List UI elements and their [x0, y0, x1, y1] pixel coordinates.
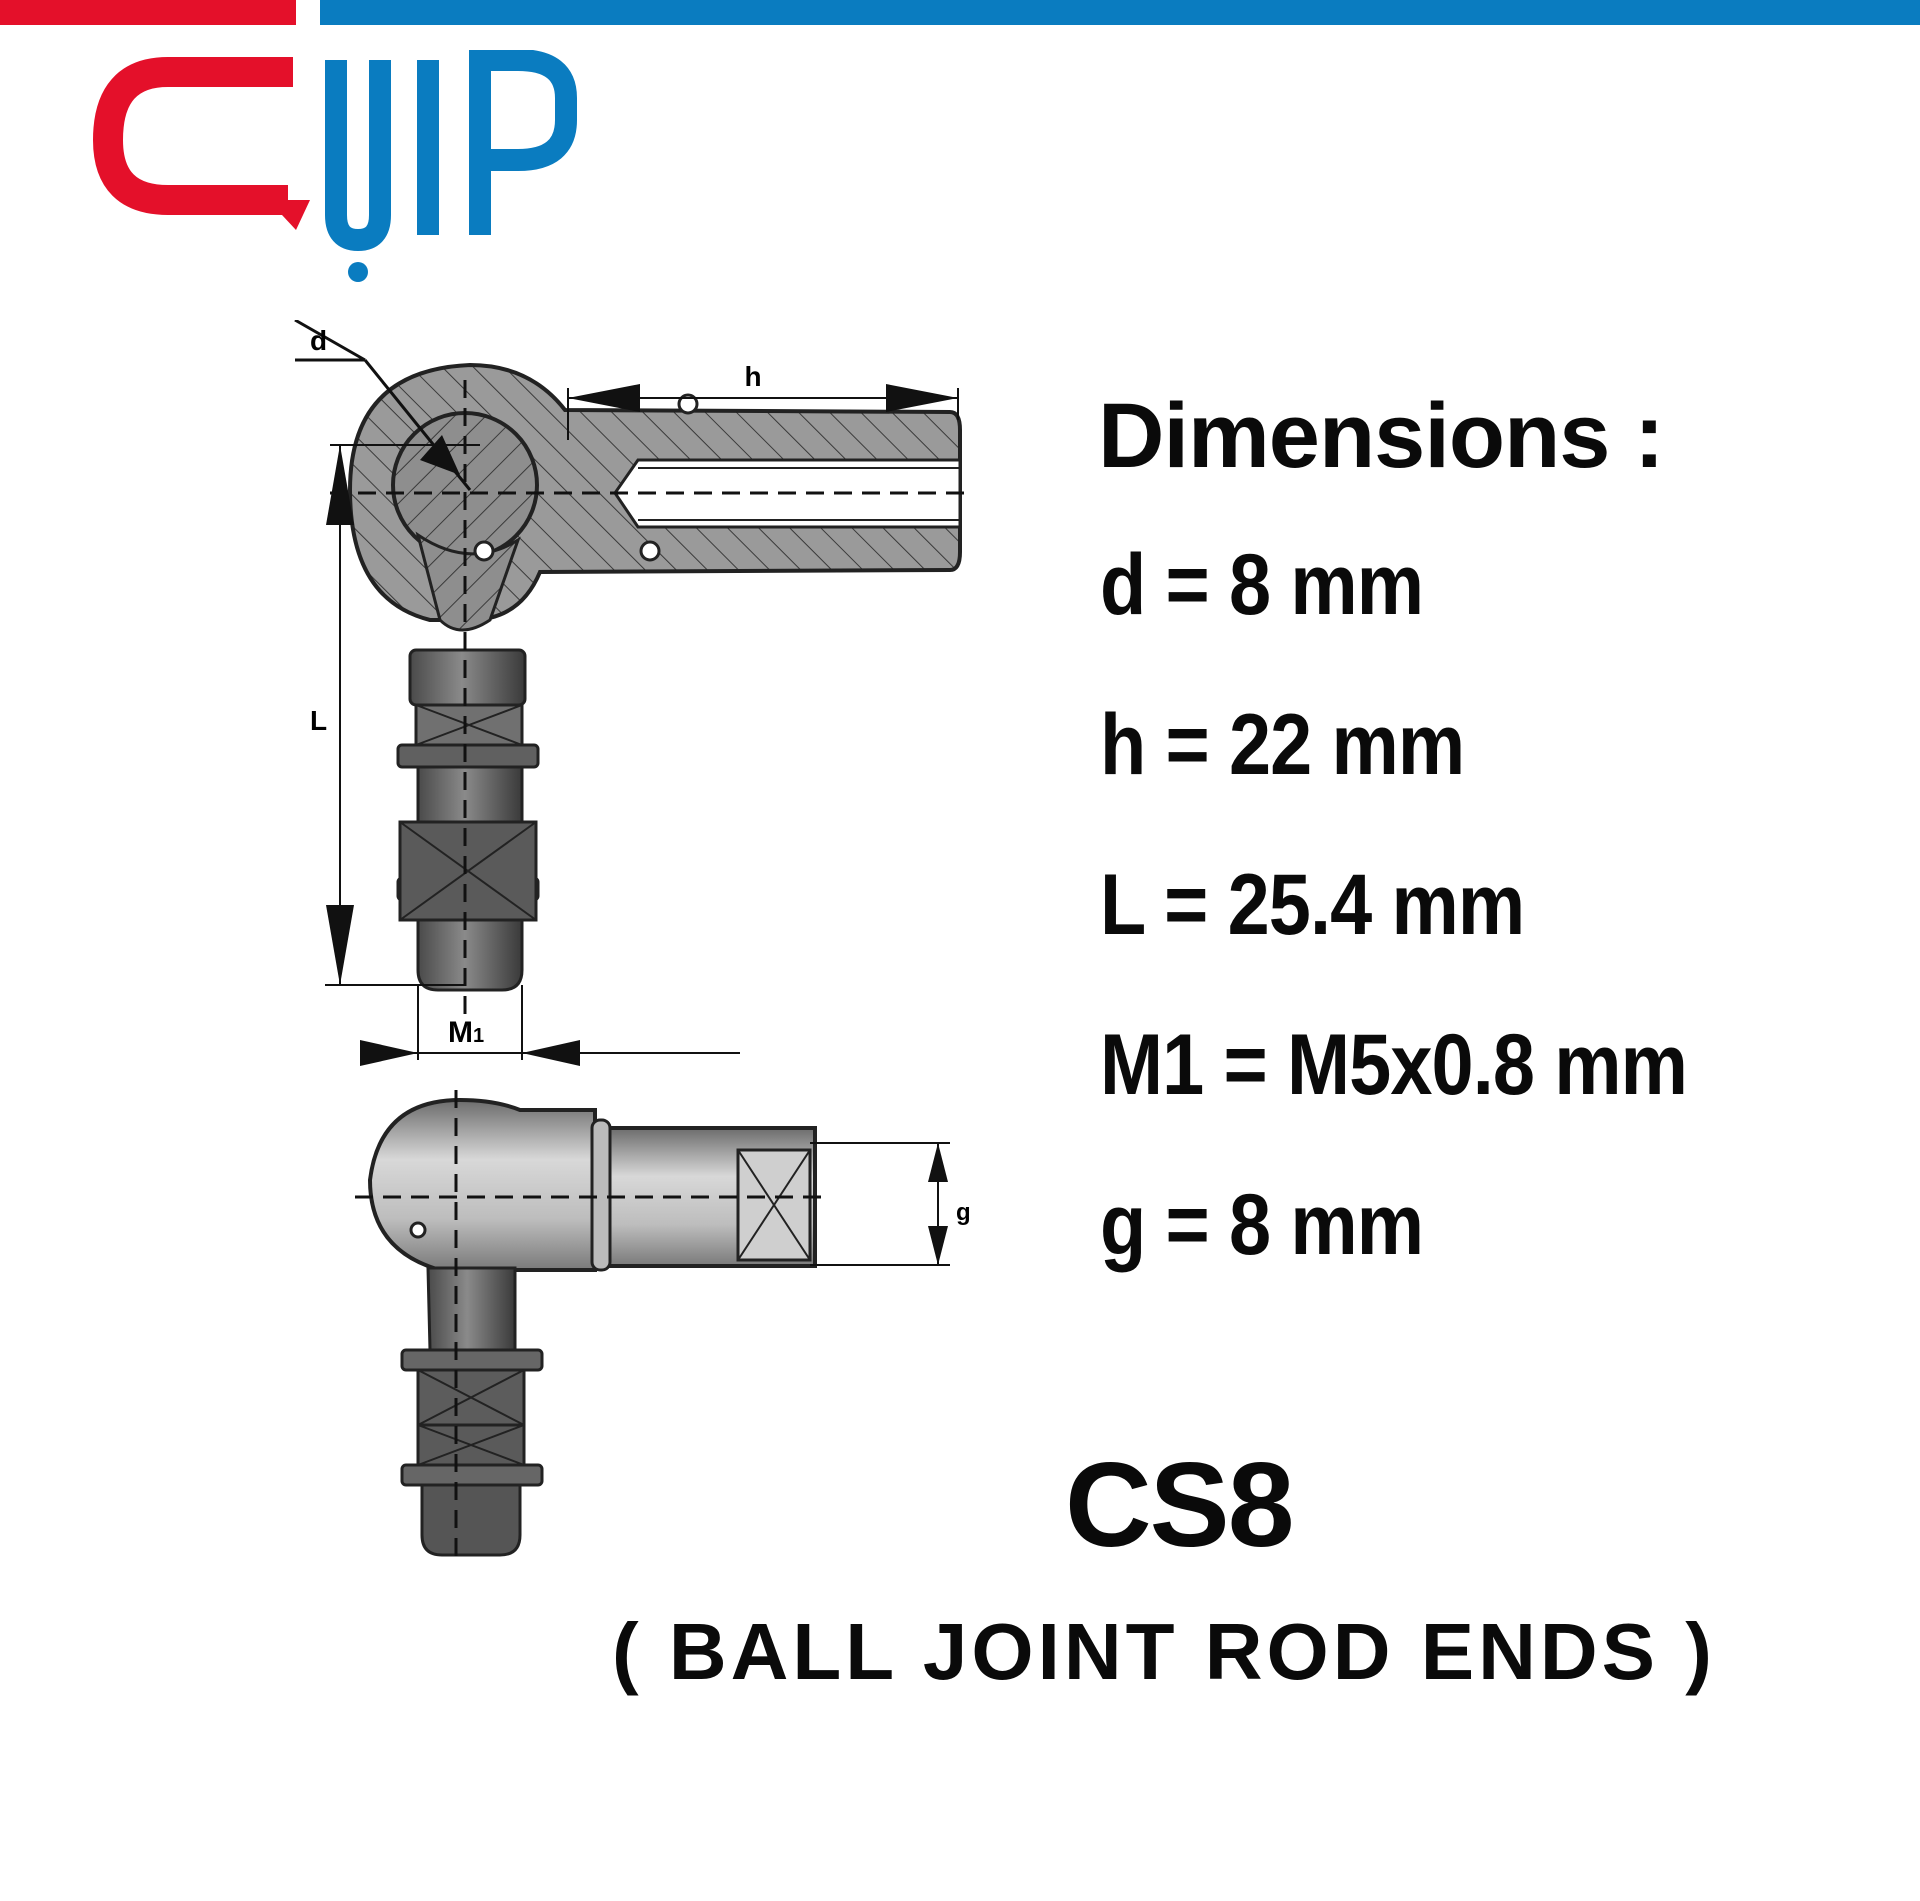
svg-text:M1: M1 — [448, 1016, 484, 1049]
label-h: h — [744, 361, 761, 392]
model-number: CS8 — [1065, 1438, 1294, 1572]
dimension-L: L — [310, 444, 480, 986]
product-type: ( BALL JOINT ROD ENDS ) — [612, 1607, 1716, 1696]
section-view — [330, 362, 970, 1020]
dimension-row-M1: M1 = M5x0.8 mm — [1100, 1017, 1688, 1113]
dimension-row-d: d = 8 mm — [1100, 537, 1424, 633]
external-view — [355, 1090, 830, 1560]
label-g: g — [956, 1199, 971, 1226]
dimensions-panel: Dimensions : d = 8 mm h = 22 mm L = 25.4… — [1098, 385, 1900, 1342]
dimension-d: d — [294, 320, 472, 491]
label-d: d — [310, 325, 327, 356]
label-M: M — [448, 1016, 473, 1049]
quip-logo — [92, 50, 577, 282]
ball-joint-technical-drawing: d h L M1 — [294, 320, 971, 1560]
dimension-row-g: g = 8 mm — [1100, 1177, 1424, 1273]
label-L: L — [310, 705, 327, 736]
dimension-row-h: h = 22 mm — [1100, 697, 1465, 793]
top-accent-bar-red — [0, 0, 296, 25]
dimension-h: h — [567, 361, 959, 440]
dimension-row-L: L = 25.4 mm — [1100, 857, 1525, 953]
dimension-g: g — [810, 1142, 971, 1266]
dimensions-title: Dimensions : — [1098, 385, 1665, 487]
dimension-M1: M1 — [360, 985, 740, 1066]
label-M-subscript: 1 — [473, 1025, 484, 1047]
top-accent-bar-blue — [320, 0, 1920, 25]
